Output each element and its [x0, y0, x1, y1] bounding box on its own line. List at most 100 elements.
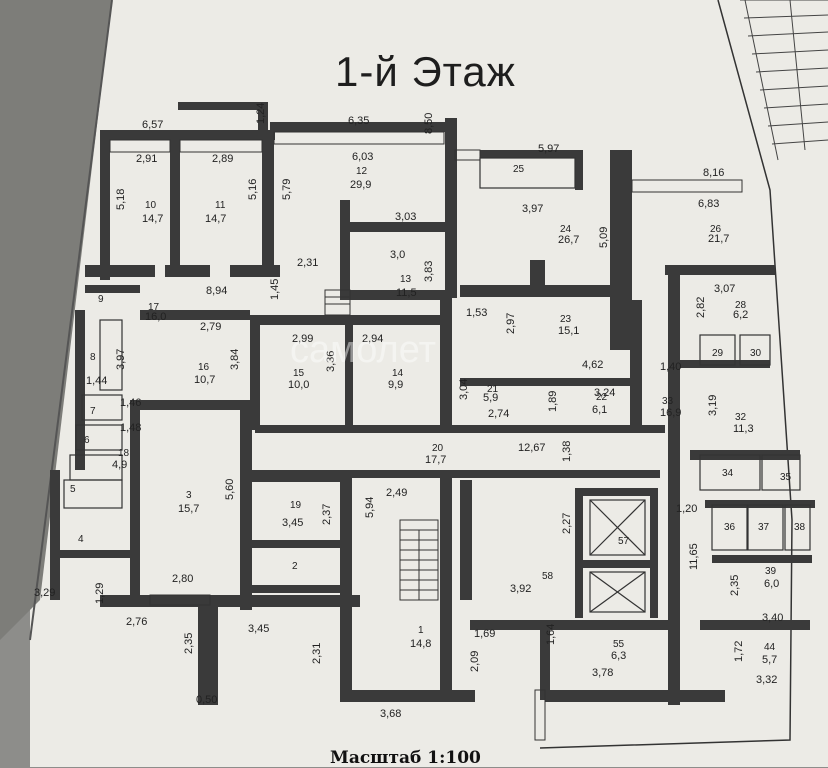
room-area: 11,5 — [396, 287, 417, 299]
dimension-label: 2,91 — [136, 153, 157, 165]
room-number: 24 — [560, 224, 572, 235]
sheet-edge — [29, 0, 113, 641]
room-area: 5,9 — [483, 392, 498, 404]
floor-title: 1-й Этаж — [335, 48, 516, 95]
room-number: 55 — [613, 639, 625, 650]
dimension-label: 8,50 — [423, 113, 435, 134]
walls — [50, 102, 815, 705]
dimension-label: 5,09 — [598, 227, 610, 248]
dimension-label: 1,46 — [120, 397, 141, 409]
staircase — [324, 289, 439, 601]
room-number: 22 — [596, 392, 608, 403]
room-number: 10 — [145, 200, 157, 211]
room-number: 28 — [735, 300, 747, 311]
room-number: 33 — [662, 396, 674, 407]
dimension-label: 2,09 — [469, 651, 481, 672]
room-area: 5,7 — [762, 654, 777, 666]
room-number: 12 — [356, 166, 368, 177]
room-area: 14,7 — [142, 213, 163, 225]
dimension-label: 3,24 — [594, 387, 615, 399]
dimension-label: 3,03 — [395, 211, 416, 223]
room-area: 6,2 — [733, 309, 748, 321]
dimension-label: 2,31 — [297, 257, 318, 269]
dimension-label: 5,94 — [364, 497, 376, 518]
dimension-label: 5,60 — [224, 479, 236, 500]
elevator-shafts — [589, 499, 646, 613]
room-number: 35 — [780, 472, 792, 483]
room-number: 39 — [765, 566, 777, 577]
windows — [109, 131, 743, 741]
dimension-label: 2,37 — [321, 504, 333, 525]
dimension-label: 2,35 — [183, 633, 195, 654]
dimension-label: 2,80 — [172, 573, 193, 585]
room-number: 38 — [794, 522, 806, 533]
dimension-label: 2,94 — [362, 333, 383, 345]
room-area: 16,9 — [660, 407, 681, 419]
dimension-label: 2,79 — [200, 321, 221, 333]
room-area: 17,7 — [425, 454, 446, 466]
room-area: 9,9 — [388, 379, 403, 391]
room-number: 13 — [400, 274, 412, 285]
dimension-label: 3,45 — [248, 623, 269, 635]
room-number: 3 — [186, 490, 192, 501]
dimension-label: 3,04 — [458, 379, 470, 400]
room-area: 6,1 — [592, 404, 607, 416]
dimension-label: 1,44 — [86, 375, 107, 387]
dimension-label: 3,97 — [115, 349, 127, 370]
room-area: 3,45 — [282, 517, 303, 529]
room-number: 16 — [198, 362, 210, 373]
room-area: 15,1 — [558, 325, 579, 337]
dimension-label: 1,89 — [547, 391, 559, 412]
room-number: 34 — [722, 468, 734, 479]
dimension-label: 6,03 — [352, 151, 373, 163]
dimension-label: 1,64 — [545, 624, 557, 645]
title-block-hatching — [740, 0, 828, 161]
room-number: 5 — [70, 484, 76, 495]
room-number: 18 — [118, 448, 130, 459]
dimension-label: 1,69 — [474, 628, 495, 640]
watermark: самолет — [290, 329, 436, 371]
room-number: 21 — [487, 384, 499, 395]
dimension-label: 3,32 — [756, 674, 777, 686]
room-number: 20 — [432, 443, 444, 454]
room-number: 4 — [78, 534, 84, 545]
dimension-label: 1,53 — [466, 307, 487, 319]
dimension-label: 3,68 — [380, 708, 401, 720]
dimension-label: 2,35 — [729, 575, 741, 596]
room-area: 10,0 — [288, 379, 309, 391]
room-area: 15,7 — [178, 503, 199, 515]
dimension-label: 6,57 — [142, 119, 163, 131]
room-number: 15 — [293, 368, 305, 379]
frame-line-right — [539, 0, 793, 749]
dimension-label: 3,92 — [510, 583, 531, 595]
dimension-label: 3,0 — [390, 249, 405, 261]
room-number: 29 — [712, 348, 724, 359]
dimension-label: 1,38 — [561, 441, 573, 462]
room-number: 36 — [724, 522, 736, 533]
room-number: 58 — [542, 571, 554, 582]
room-number: 23 — [560, 314, 572, 325]
dimension-labels: 6,57 2,91 2,89 6,35 6,03 5,97 3,97 8,16 … — [34, 103, 783, 720]
room-number: 32 — [735, 412, 747, 423]
dimension-label: 1,48 — [120, 422, 141, 434]
dimension-label: 3,84 — [229, 349, 241, 370]
dimension-label: 1,24 — [255, 103, 267, 124]
room-number: 19 — [290, 500, 302, 511]
dimension-label: 5,18 — [115, 189, 127, 210]
room-number: 44 — [764, 642, 776, 653]
dimension-label: 1,40 — [660, 361, 681, 373]
room-number: 25 — [513, 164, 525, 175]
room-number: 8 — [90, 352, 96, 363]
dimension-label: 8,94 — [206, 285, 227, 297]
scale-label: Масштаб 1:100 — [330, 748, 481, 768]
room-area: 14,7 — [205, 213, 226, 225]
room-area: 14,8 — [410, 638, 431, 650]
dimension-label: 3,78 — [592, 667, 613, 679]
room-area: 26,7 — [558, 234, 579, 246]
dimension-label: 3,40 — [762, 612, 783, 624]
dimension-label: 3,36 — [325, 351, 337, 372]
room-number: 30 — [750, 348, 762, 359]
dimension-label: 2,31 — [311, 643, 323, 664]
